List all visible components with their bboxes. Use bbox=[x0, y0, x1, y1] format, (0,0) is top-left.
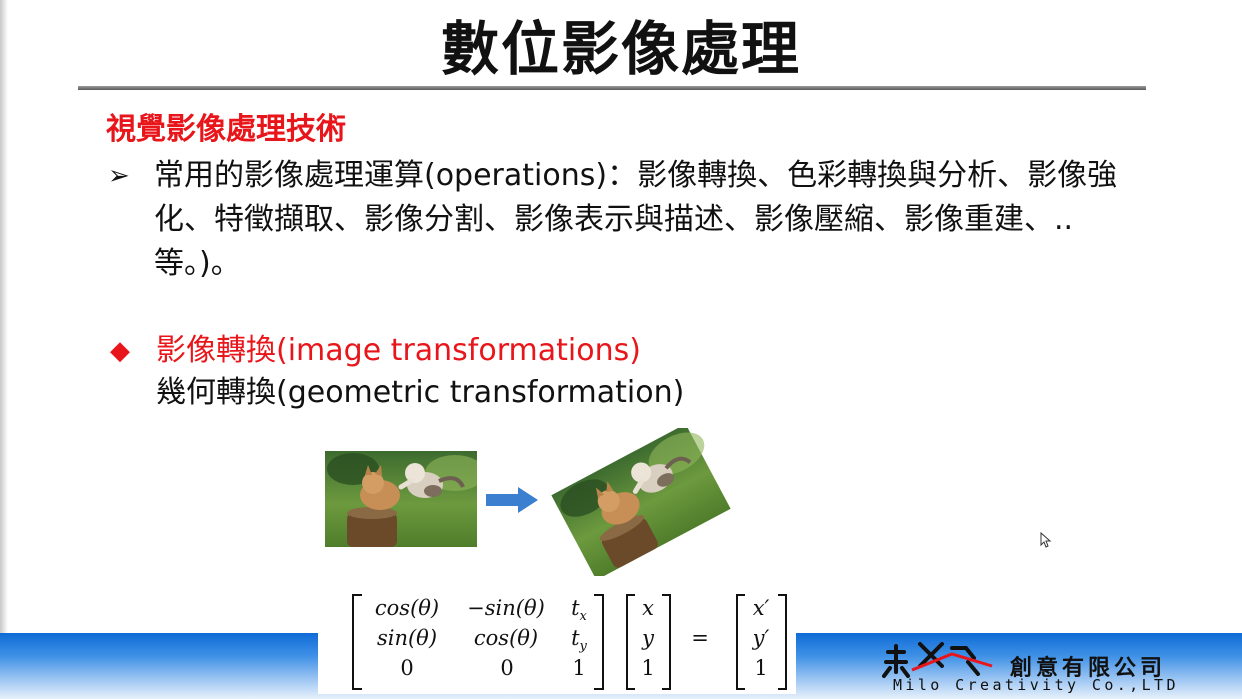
vector-out-left-bracket bbox=[736, 594, 745, 690]
matrix-r1c2: −sin(θ) bbox=[467, 596, 545, 620]
slide-edge-shade bbox=[0, 0, 8, 699]
matrix-r2c3: ty bbox=[571, 626, 587, 655]
bullet-item: ➢ 常用的影像處理運算(operations)：影像轉換、色彩轉換與分析、影像強… bbox=[108, 154, 1168, 286]
title-divider bbox=[78, 86, 1146, 90]
vector-in-1: 1 bbox=[641, 656, 655, 680]
sub-heading: ◆ 影像轉換(image transformations) bbox=[110, 330, 641, 372]
rotated-kittens-image bbox=[551, 428, 731, 576]
vector-out-right-bracket bbox=[778, 594, 787, 690]
matrix-r1c1: cos(θ) bbox=[374, 596, 440, 620]
matrix-r3c3: 1 bbox=[572, 656, 586, 680]
vector-in-x: x bbox=[642, 596, 654, 620]
bullet-text: 常用的影像處理運算(operations)：影像轉換、色彩轉換與分析、影像強化、… bbox=[154, 158, 1118, 281]
vector-in-y: y bbox=[642, 626, 654, 650]
equals-sign: = bbox=[691, 626, 709, 650]
section-heading: 視覺影像處理技術 bbox=[106, 112, 346, 147]
mouse-pointer-icon bbox=[1040, 532, 1052, 548]
matrix-r2c1: sin(θ) bbox=[376, 626, 438, 650]
arrowhead-bullet-icon: ➢ bbox=[108, 161, 130, 191]
matrix-right-bracket bbox=[594, 594, 604, 690]
diamond-bullet-icon: ◆ bbox=[110, 336, 130, 366]
vector-in-right-bracket bbox=[662, 594, 671, 690]
matrix-r3c1: 0 bbox=[400, 656, 414, 680]
sub-line: 幾何轉換(geometric transformation) bbox=[156, 375, 685, 410]
rotation-matrix-equation: cos(θ) −sin(θ) tx sin(θ) cos(θ) ty 0 0 1… bbox=[318, 584, 796, 694]
original-kittens-image bbox=[325, 451, 477, 547]
bullet-list: ➢ 常用的影像處理運算(operations)：影像轉換、色彩轉換與分析、影像強… bbox=[108, 154, 1168, 286]
slide-title: 數位影像處理 bbox=[440, 15, 801, 83]
matrix-r3c2: 0 bbox=[500, 656, 514, 680]
vector-out-1: 1 bbox=[754, 656, 768, 680]
logo-company-name-cn: 創意有限公司 bbox=[1010, 656, 1167, 681]
vector-out-x: x′ bbox=[752, 596, 770, 620]
vector-in-left-bracket bbox=[626, 594, 635, 690]
milo-logo-mark bbox=[882, 642, 993, 678]
matrix-r2c2: cos(θ) bbox=[473, 626, 539, 650]
matrix-r1c3: tx bbox=[571, 596, 587, 625]
logo-company-name-en: Milo Creativity Co.,LTD bbox=[893, 676, 1179, 694]
sub-heading-text: 影像轉換(image transformations) bbox=[156, 333, 641, 368]
vector-out-y: y′ bbox=[752, 626, 770, 650]
matrix-left-bracket bbox=[352, 594, 362, 690]
right-arrow-icon bbox=[486, 487, 538, 513]
